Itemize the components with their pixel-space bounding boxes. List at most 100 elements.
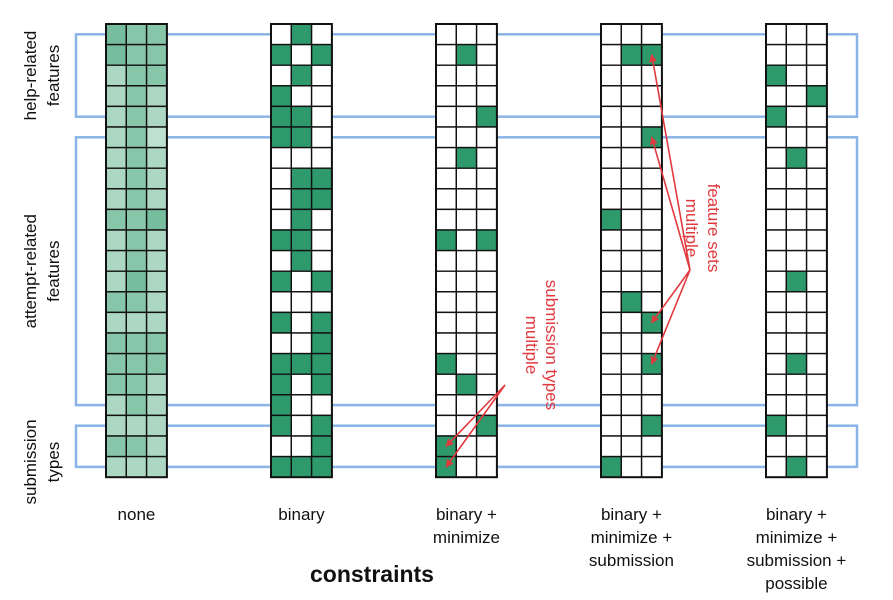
grid-cell	[125, 126, 148, 149]
grid-cell	[805, 229, 828, 252]
grid-cell	[435, 188, 457, 211]
grid-cell	[455, 394, 478, 417]
grid-cell	[105, 332, 127, 355]
grid-cell	[435, 414, 457, 437]
grid-cell	[785, 414, 808, 437]
grid-cell	[270, 167, 292, 190]
grid-cell	[125, 64, 148, 87]
grid-cell	[435, 373, 457, 396]
grid-cell	[805, 249, 828, 272]
grid-cell	[310, 414, 333, 437]
grid-cell	[310, 435, 333, 458]
grid-cell	[125, 270, 148, 293]
grid-cell	[145, 188, 168, 211]
row-group-label: submission	[21, 419, 40, 504]
grid-cell	[270, 23, 292, 46]
column-label: binary +	[436, 505, 497, 524]
grid-cell	[270, 414, 292, 437]
grid-cell	[600, 311, 622, 334]
column-label: minimize +	[756, 528, 838, 547]
grid-cell	[270, 311, 292, 334]
grid-cell	[785, 291, 808, 314]
grid-cell	[785, 373, 808, 396]
grid-cell	[435, 394, 457, 417]
grid-cell	[600, 43, 622, 66]
annotation-arrow	[650, 269, 691, 365]
column-label: possible	[765, 574, 827, 593]
grid-cell	[105, 249, 127, 272]
grid-cell	[145, 23, 168, 46]
grid-border	[765, 23, 828, 479]
grid-cell	[435, 64, 457, 87]
grid-cell	[805, 167, 828, 190]
grid-column-3	[600, 23, 663, 479]
grid-cell	[785, 85, 808, 108]
grid-column-4	[765, 23, 828, 479]
grid-cell	[435, 455, 457, 478]
grid-cell	[805, 455, 828, 478]
grid-cell	[105, 373, 127, 396]
annotation-arrow	[445, 384, 506, 448]
grid-cell	[105, 455, 127, 478]
grid-cell	[475, 64, 498, 87]
grid-cell	[765, 208, 787, 231]
grid-cell	[270, 208, 292, 231]
grid-border	[270, 23, 333, 479]
grid-cell	[290, 414, 313, 437]
grid-cell	[125, 373, 148, 396]
annotation-text: submission types	[542, 280, 561, 410]
grid-cell	[290, 126, 313, 149]
row-group-label: types	[44, 442, 63, 483]
grid-cell	[765, 455, 787, 478]
grid-cell	[105, 85, 127, 108]
grid-cell	[145, 249, 168, 272]
annotation-arrow	[445, 384, 506, 468]
grid-cell	[145, 126, 168, 149]
grid-cell	[145, 270, 168, 293]
grid-cell	[455, 188, 478, 211]
grid-cell	[310, 208, 333, 231]
grid-cell	[455, 373, 478, 396]
grid-cell	[105, 414, 127, 437]
grid-cell	[145, 105, 168, 128]
grid-cell	[125, 394, 148, 417]
grid-cell	[105, 43, 127, 66]
grid-cell	[290, 435, 313, 458]
grid-cell	[290, 208, 313, 231]
grid-cell	[640, 291, 663, 314]
grid-cell	[785, 64, 808, 87]
grid-cell	[290, 270, 313, 293]
grid-cell	[600, 249, 622, 272]
grid-cell	[785, 23, 808, 46]
grid-cell	[270, 394, 292, 417]
grid-cell	[310, 352, 333, 375]
grid-cell	[125, 85, 148, 108]
grid-cell	[455, 126, 478, 149]
annotation-text: multiple	[682, 199, 701, 258]
grid-cell	[765, 64, 787, 87]
grid-cell	[455, 455, 478, 478]
grid-cell	[765, 373, 787, 396]
grid-cell	[600, 435, 622, 458]
grid-cell	[105, 126, 127, 149]
grid-cell	[290, 167, 313, 190]
annotation-arrow	[649, 53, 691, 271]
grid-cell	[785, 435, 808, 458]
grid-cell	[435, 167, 457, 190]
grid-cell	[805, 414, 828, 437]
grid-cell	[785, 43, 808, 66]
grid-cell	[290, 455, 313, 478]
grid-cell	[455, 23, 478, 46]
grid-cell	[600, 414, 622, 437]
grid-cell	[600, 373, 622, 396]
grid-cell	[310, 270, 333, 293]
grid-cell	[600, 126, 622, 149]
grid-cell	[125, 167, 148, 190]
grid-cell	[620, 105, 643, 128]
grid-cell	[640, 188, 663, 211]
grid-cell	[455, 105, 478, 128]
grid-cell	[620, 414, 643, 437]
grid-cell	[145, 414, 168, 437]
grid-cell	[270, 64, 292, 87]
grid-cell	[105, 208, 127, 231]
